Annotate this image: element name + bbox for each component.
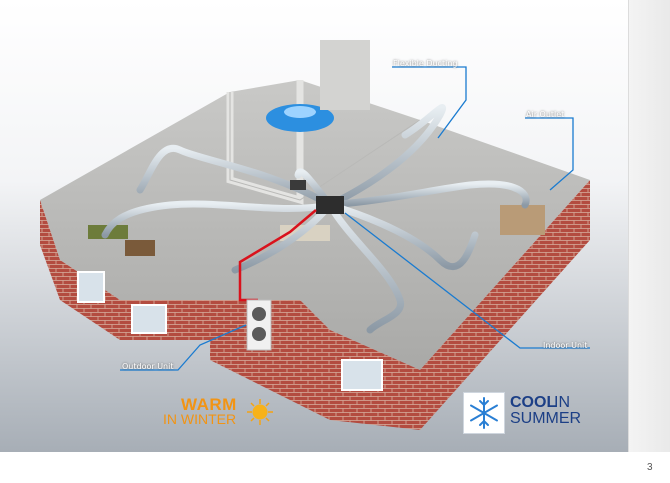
cool-subheading: SUMMER <box>510 410 582 427</box>
window-left-2 <box>131 304 167 334</box>
table <box>125 240 155 256</box>
snowflake-icon <box>470 397 498 429</box>
cool-in-word: IN <box>554 394 570 411</box>
brick-wall-left <box>40 200 60 300</box>
label-outdoor-unit: Outdoor Unit <box>122 362 174 371</box>
right-margin <box>628 0 670 452</box>
snowflake-tile <box>463 392 505 434</box>
indoor-unit-box <box>316 196 344 214</box>
page-divider <box>628 0 629 452</box>
label-air-outlet: Air Outlet <box>526 110 565 119</box>
window-left-1 <box>77 271 105 303</box>
label-indoor-unit: Indoor Unit <box>543 341 588 350</box>
warm-subheading: IN WINTER <box>163 411 237 427</box>
cool-in-summer-badge: COOL IN SUMMER <box>463 392 593 434</box>
diagram-panel: Flexible Ducting Air Outlet Indoor Unit … <box>0 0 628 452</box>
brick-wall-right <box>420 180 590 430</box>
leader-lines <box>120 66 590 371</box>
refrigerant-pipe <box>238 209 317 302</box>
brick-wall-center <box>210 300 330 420</box>
window-front-right <box>341 359 383 391</box>
house-cutaway-illustration <box>40 40 590 430</box>
garage-door <box>320 40 370 110</box>
flexible-ducts <box>101 104 530 334</box>
cool-heading: COOL <box>510 394 557 411</box>
warm-in-winter-badge: WARM IN WINTER <box>163 395 273 435</box>
page-number: 3 <box>647 462 653 473</box>
warm-heading: WARM <box>181 395 237 414</box>
sun-icon <box>247 399 273 425</box>
label-flexible-ducting: Flexible Ducting <box>393 59 458 68</box>
bed <box>500 205 545 235</box>
